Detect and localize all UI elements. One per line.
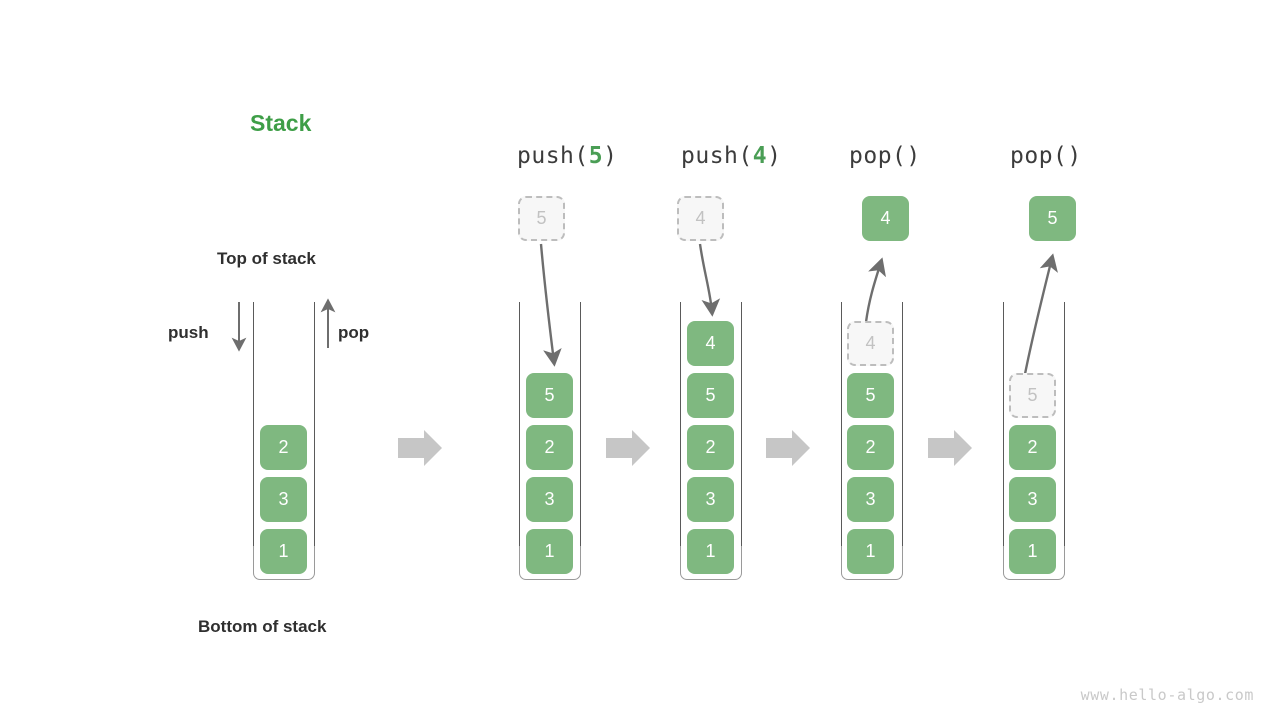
stack-cell[interactable]: 2 <box>687 425 734 470</box>
pop-label: pop <box>338 323 370 342</box>
flow-arrow-3 <box>766 430 810 466</box>
popped-element-4[interactable]: 4 <box>862 196 909 241</box>
stack-cell[interactable]: 3 <box>526 477 573 522</box>
stack-cell[interactable]: 2 <box>847 425 894 470</box>
watermark: www.hello-algo.com <box>1080 686 1254 704</box>
operation-label-push-5: push(5) <box>517 143 617 169</box>
container-wall-right <box>314 302 315 546</box>
operation-arg: 4 <box>752 143 768 169</box>
stack-cell[interactable]: 5 <box>847 373 894 418</box>
stack-cell[interactable]: 5 <box>687 373 734 418</box>
operation-suffix: ) <box>1067 143 1082 169</box>
pop-motion-arrow-5 <box>1023 253 1058 375</box>
operation-arg: 5 <box>588 143 604 169</box>
pop-motion-arrow-4 <box>864 257 886 323</box>
stack-cell[interactable]: 5 <box>526 373 573 418</box>
top-of-stack-label: Top of stack <box>217 249 316 268</box>
stack-cell[interactable]: 2 <box>260 425 307 470</box>
flow-arrow-2 <box>606 430 650 466</box>
bottom-of-stack-label: Bottom of stack <box>198 617 327 636</box>
stack-cell[interactable]: 2 <box>1009 425 1056 470</box>
operation-label-pop-1: pop() <box>849 143 921 169</box>
operation-prefix: push( <box>517 143 589 169</box>
operation-prefix: push( <box>681 143 753 169</box>
container-wall-right <box>1064 302 1065 546</box>
stack-cell[interactable]: 1 <box>847 529 894 574</box>
flow-arrow-4 <box>928 430 972 466</box>
popped-element-5[interactable]: 5 <box>1029 196 1076 241</box>
operation-prefix: pop( <box>1010 143 1068 169</box>
stack-cell[interactable]: 3 <box>847 477 894 522</box>
operation-prefix: pop( <box>849 143 907 169</box>
ghost-cell-pop-5: 5 <box>1009 373 1056 418</box>
push-label: push <box>168 323 209 342</box>
push-motion-arrow-5 <box>539 243 562 367</box>
container-wall-left <box>519 302 520 546</box>
operation-label-push-4: push(4) <box>681 143 781 169</box>
container-wall-left <box>1003 302 1004 546</box>
stack-cell[interactable]: 1 <box>526 529 573 574</box>
operation-label-pop-2: pop() <box>1010 143 1082 169</box>
figure-title: Stack <box>250 110 312 136</box>
operation-suffix: ) <box>906 143 921 169</box>
ghost-cell-pop-4: 4 <box>847 321 894 366</box>
container-wall-left <box>680 302 681 546</box>
stack-cell[interactable]: 2 <box>526 425 573 470</box>
stack-cell[interactable]: 1 <box>260 529 307 574</box>
flow-arrow-1 <box>398 430 442 466</box>
operation-suffix: ) <box>603 143 618 169</box>
ghost-cell-push-5: 5 <box>518 196 565 241</box>
container-wall-right <box>741 302 742 546</box>
container-wall-left <box>841 302 842 546</box>
ghost-cell-push-4: 4 <box>677 196 724 241</box>
stack-cell[interactable]: 4 <box>687 321 734 366</box>
push-motion-arrow-4 <box>698 243 721 317</box>
stack-cell[interactable]: 1 <box>1009 529 1056 574</box>
operation-suffix: ) <box>767 143 782 169</box>
container-wall-left <box>253 302 254 546</box>
stack-cell[interactable]: 3 <box>1009 477 1056 522</box>
container-wall-right <box>902 302 903 546</box>
stack-cell[interactable]: 1 <box>687 529 734 574</box>
stack-cell[interactable]: 3 <box>687 477 734 522</box>
container-wall-right <box>580 302 581 546</box>
stack-cell[interactable]: 3 <box>260 477 307 522</box>
